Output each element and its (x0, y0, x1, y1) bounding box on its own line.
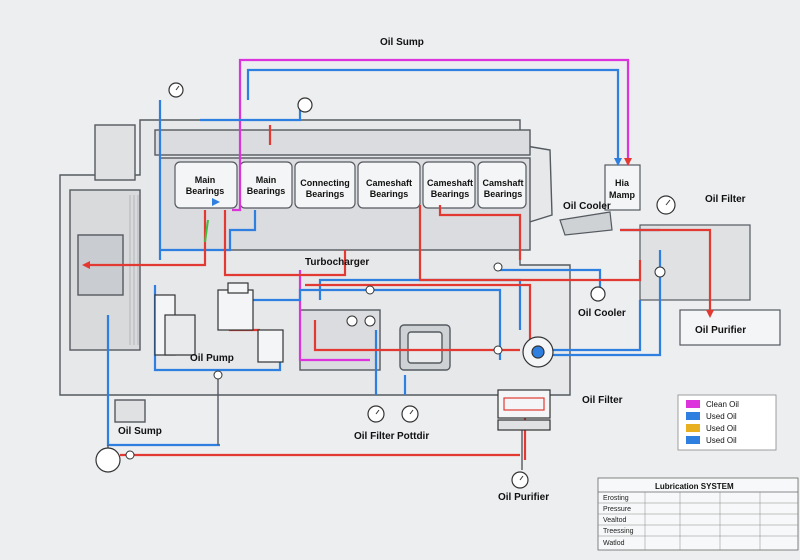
label-oil-filter-right: Oil Filter (705, 194, 746, 205)
oil-pump-assembly (154, 282, 284, 363)
junction-nodes (125, 262, 666, 460)
label-oil-filter-bottom: Oil Filter (354, 431, 395, 442)
label-oil-purifier-right: Oil Purifier (695, 325, 746, 336)
label-oil-pump: Oil Pump (190, 353, 234, 364)
green-indicator (204, 219, 209, 243)
label-oil-cooler-mid: Oil Cooler (578, 308, 626, 319)
legend-label-3: Used Oil (706, 436, 737, 445)
gauge-needles (175, 85, 671, 481)
title-block-row-3: Treessing (603, 528, 634, 535)
label-oil-cooler-top: Oil Cooler (563, 201, 611, 212)
title-block-row-0: Erosting (603, 495, 629, 502)
title-block-title: Lubrication SYSTEM (655, 482, 734, 491)
gauges (95, 82, 676, 489)
center-filter-unit (497, 336, 554, 431)
title-block-row-1: Pressure (603, 506, 631, 513)
legend-swatch-clean-oil (686, 400, 700, 408)
label-oil-filter-mid: Oil Filter (582, 395, 623, 406)
legend: Clean Oil Used Oil Used Oil Used Oil (677, 394, 777, 451)
hot-oil-lines-red (90, 125, 712, 460)
legend-label-0: Clean Oil (706, 400, 739, 409)
right-filter-housing (559, 164, 781, 346)
legend-label-1: Used Oil (706, 412, 737, 421)
legend-label-2: Used Oil (706, 424, 737, 433)
radiator-grille (129, 195, 139, 345)
bearing-boxes (174, 161, 527, 209)
label-oil-sump-top: Oil Sump (380, 37, 424, 48)
flow-arrows (82, 158, 714, 318)
label-oil-purifier-bottom: Oil Purifier (498, 492, 549, 503)
legend-swatch-used-oil-1 (686, 412, 700, 420)
label-oil-sump-left: Oil Sump (118, 426, 162, 437)
label-turbocharger: Turbocharger (305, 257, 369, 268)
legend-swatch-used-oil-3 (686, 436, 700, 444)
title-block: Lubrication SYSTEM Erosting Pressure Vea… (597, 477, 799, 551)
title-block-row-2: Vealtod (603, 517, 626, 524)
flow-arrows-blue (212, 158, 622, 206)
label-pottdir: Pottdir (397, 431, 429, 442)
legend-swatch-used-oil-2 (686, 424, 700, 432)
title-block-row-4: Watlod (603, 540, 625, 547)
